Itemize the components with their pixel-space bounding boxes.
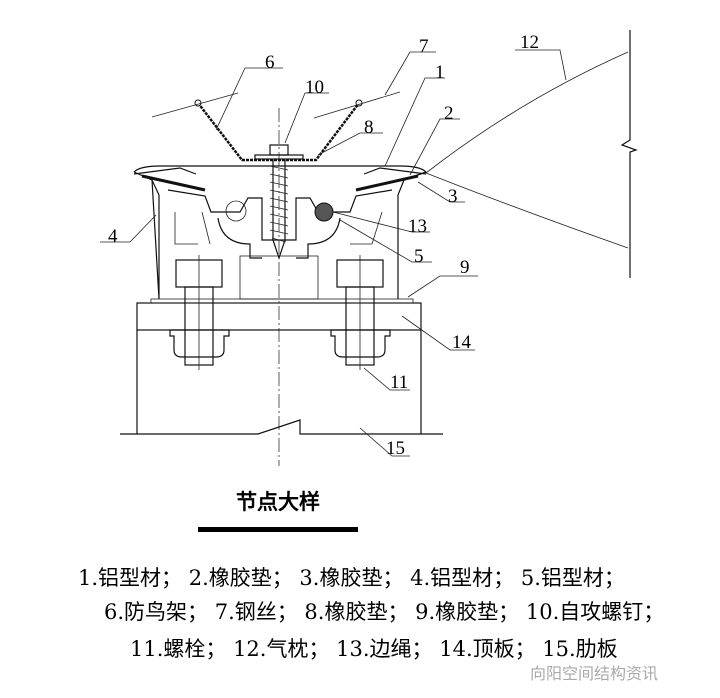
watermark: 向阳空间结构资讯 (530, 664, 659, 683)
callout-14: 14 (452, 332, 472, 353)
callout-1: 1 (435, 62, 445, 83)
callout-labels: 12 7 6 10 1 2 8 3 4 13 5 9 14 11 15 (108, 32, 539, 459)
bird-guard (151, 91, 401, 162)
callout-11: 11 (390, 372, 408, 393)
callout-8: 8 (364, 117, 374, 138)
legend-line-3: 11.螺栓； 12.气枕； 13.边绳； 14.顶板； 15.肋板 (130, 637, 618, 661)
callout-7: 7 (419, 36, 429, 57)
leader-lines (100, 49, 567, 457)
callout-12: 12 (520, 32, 539, 53)
callout-13: 13 (408, 216, 427, 237)
bolt-left (169, 255, 230, 370)
callout-4: 4 (108, 226, 118, 247)
legend-line-2: 6.防鸟架； 7.钢丝； 8.橡胶垫； 9.橡胶垫； 10.自攻螺钉； (104, 600, 665, 624)
callout-3: 3 (448, 186, 458, 207)
drawing-title: 节点大样 (236, 489, 320, 514)
callout-10: 10 (305, 77, 324, 98)
callout-6: 6 (265, 52, 275, 73)
rib-plate (120, 330, 443, 435)
callout-9: 9 (460, 257, 470, 278)
callout-5: 5 (414, 246, 424, 267)
edge-rope (314, 202, 334, 222)
callout-15: 15 (386, 438, 405, 459)
title-underline (198, 527, 358, 532)
bolt-right (330, 255, 391, 370)
callout-2: 2 (444, 103, 454, 124)
aluminum-profile (133, 165, 428, 300)
legend-line-1: 1.铝型材； 2.橡胶垫； 3.橡胶垫； 4.铝型材； 5.铝型材； (78, 566, 625, 590)
air-cushion (425, 30, 638, 278)
